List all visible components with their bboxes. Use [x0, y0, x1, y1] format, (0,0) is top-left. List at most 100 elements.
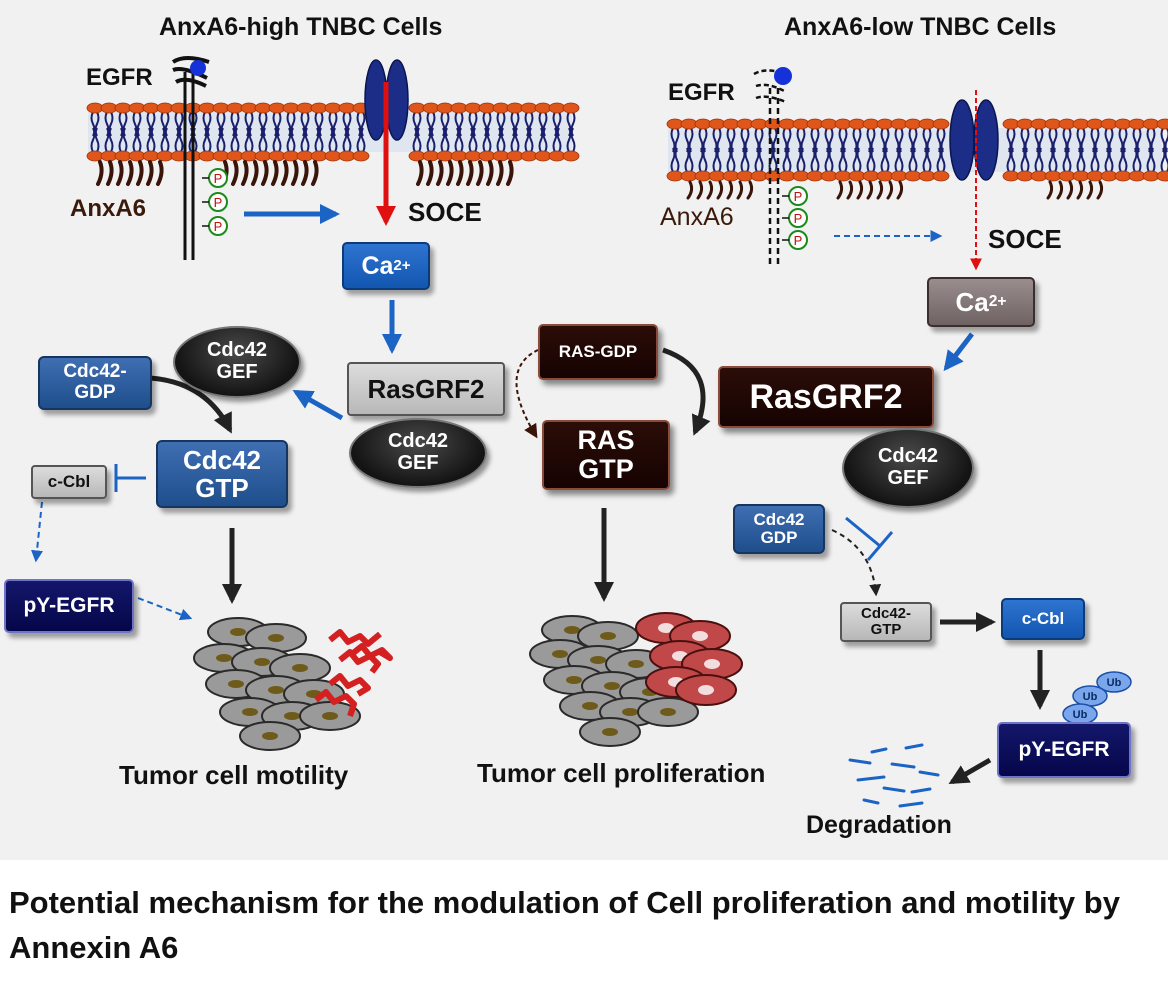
- lipid-tail: [1136, 147, 1142, 173]
- anxa6-protein: [486, 160, 494, 186]
- lipid-tail: [1062, 147, 1068, 173]
- egfr-fragment: [862, 798, 880, 805]
- rasgrf2-to-gef-arrow-left: [292, 389, 344, 421]
- egfr-fragment: [910, 787, 932, 794]
- lipid-tail: [276, 127, 282, 153]
- right-cdc42-gtp-box: Cdc42- GTP: [840, 602, 932, 642]
- left-cdc42-gdp-box: Cdc42- GDP: [38, 356, 152, 410]
- anxa6-protein: [426, 160, 434, 186]
- right-panel-title: AnxA6-low TNBC Cells: [784, 13, 1057, 41]
- lipid-tail: [430, 127, 436, 153]
- lipid-tail: [1118, 147, 1124, 173]
- right-ccbl-box: c-Cbl: [1001, 598, 1085, 640]
- anxa6-protein: [696, 180, 704, 200]
- ubiquitin-label: Ub: [1083, 691, 1098, 703]
- invasive-protrusion: [328, 673, 371, 697]
- lipid-tail: [712, 147, 718, 173]
- lipid-tail: [566, 127, 572, 153]
- lipid-tail: [444, 127, 450, 153]
- pyegfr-to-degradation-arrow: [948, 757, 992, 785]
- proliferation-outcome-label: Tumor cell proliferation: [477, 758, 766, 788]
- lipid-tail: [786, 147, 792, 173]
- anxa6-protein: [1096, 180, 1104, 200]
- left-anxa6-label: AnxA6: [70, 195, 147, 222]
- left-cdc42-gef-bottom: Cdc42 GEF: [349, 418, 487, 488]
- rasgrf2-ras-activation: [515, 349, 539, 439]
- left-cdc42-gtp-box: Cdc42 GTP: [156, 440, 288, 508]
- lipid-tail: [814, 147, 820, 173]
- motility-tumor-cell-nucleus: [216, 654, 232, 662]
- lipid-tail: [178, 127, 184, 153]
- tumor-cell-clusters: [193, 612, 743, 751]
- motility-tumor-cell-nucleus: [262, 732, 278, 740]
- lipid-tail: [440, 127, 446, 153]
- lipid-tail: [1094, 147, 1100, 173]
- ras-gdp-box: RAS-GDP: [538, 324, 658, 380]
- lipid-tail: [800, 147, 806, 173]
- anxa6-protein: [746, 180, 754, 200]
- lipid-tail: [244, 127, 250, 153]
- lipid-tail: [234, 127, 240, 153]
- lipid-tail: [1010, 147, 1016, 173]
- motility-tumor-cell-nucleus: [292, 664, 308, 672]
- lipid-tail: [216, 127, 222, 153]
- cell-membrane-left: [86, 102, 580, 186]
- lipid-tail: [1076, 147, 1082, 173]
- lipid-tail: [828, 147, 834, 173]
- lipid-tail: [262, 127, 268, 153]
- anxa6-protein: [136, 160, 144, 186]
- right-cdc42-gef: Cdc42 GEF: [842, 428, 974, 508]
- lipid-tail: [810, 147, 816, 173]
- anxa6-protein: [866, 180, 874, 200]
- lipid-tail: [510, 127, 516, 153]
- anxa6-protein: [156, 160, 164, 186]
- right-anxa6-label: AnxA6: [660, 203, 734, 231]
- left-cdc42-gef-top: Cdc42 GEF: [173, 326, 301, 398]
- lipid-tail: [716, 147, 722, 173]
- lipid-tail: [1080, 147, 1086, 173]
- anxa6-protein: [1056, 180, 1064, 200]
- anxa6-protein: [886, 180, 894, 200]
- anxa6-protein: [281, 160, 289, 186]
- lipid-tail: [122, 127, 128, 153]
- lipid-head: [562, 150, 580, 162]
- lipid-tail: [936, 147, 942, 173]
- lipid-tail: [454, 127, 460, 153]
- proliferating-tumor-cell-nucleus: [566, 676, 582, 684]
- lipid-tail: [90, 127, 96, 153]
- lipid-tail: [1020, 147, 1026, 173]
- proliferating-tumor-cell-nucleus: [590, 656, 606, 664]
- lipid-head: [932, 118, 950, 130]
- left-rasgrf2-box: RasGRF2: [347, 362, 505, 416]
- lipid-tail: [556, 127, 562, 153]
- lipid-tail: [1006, 147, 1012, 173]
- egfr-fragment: [848, 758, 872, 765]
- right-soce-label: SOCE: [988, 224, 1062, 254]
- anxa6-protein: [241, 160, 249, 186]
- lipid-tail: [1034, 147, 1040, 173]
- gdp-to-gtp-arrow-right: [831, 529, 882, 597]
- anxa6-protein: [116, 160, 124, 186]
- anxa6-protein: [251, 160, 259, 186]
- anxa6-protein: [896, 180, 904, 200]
- egfr-receptor-right: [768, 88, 780, 268]
- phospho-label: P: [794, 189, 803, 204]
- lipid-tail: [1160, 147, 1166, 173]
- proliferating-tumor-cell-nucleus: [604, 682, 620, 690]
- anxa6-protein: [506, 160, 514, 186]
- anxa6-protein: [1046, 180, 1054, 200]
- lipid-head: [1156, 118, 1168, 130]
- gef-inhibits-gdp-bar: [866, 531, 894, 561]
- proliferating-tumor-cell-nucleus: [660, 708, 676, 716]
- lipid-tail: [796, 147, 802, 173]
- phospho-label: P: [214, 195, 223, 210]
- lipid-tail: [118, 127, 124, 153]
- anxa6-protein: [706, 180, 714, 200]
- right-pyegfr-box: pY-EGFR: [997, 722, 1131, 778]
- lipid-tail: [150, 127, 156, 153]
- anxa6-protein: [716, 180, 724, 200]
- lipid-tail: [1048, 147, 1054, 173]
